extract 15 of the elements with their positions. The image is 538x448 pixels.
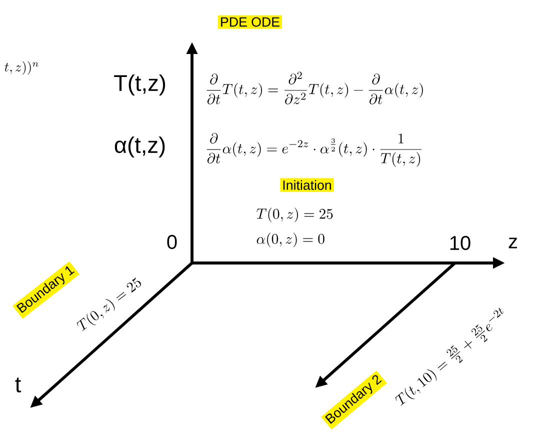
equation: $T(0,z)=25$ (76, 277, 141, 332)
highlighted-heading: Initiation (280, 178, 334, 192)
equation: $\frac{\partial}{\partial t}T(t,z)=\frac{\partial^2}{\partial z^2}T(t,z)-\frac{\partial}{\partial t}\alpha(t,z)$ (206, 72, 423, 104)
axis-label: z (508, 238, 517, 248)
equation: $T(t,10)=\frac{25}{2}+\frac{25}{2}e^{-2t}$ (395, 308, 504, 406)
axis-label: T(t,z) (114, 74, 166, 96)
highlighted-heading: PDE ODE (218, 15, 282, 29)
axis-value: 10 (450, 236, 470, 250)
axis-value: 0 (167, 234, 177, 250)
formula-fragment: $t,z))^{n}$ (4, 61, 38, 75)
equation: $\frac{\partial}{\partial t}\alpha(t,z)=e^{-2z}\cdot\alpha^{\frac{3}{2}}(t,z)\cdot\frac{1}{T(t,z)}$ (206, 132, 422, 167)
equation: $T(0,z)=25$ (256, 208, 333, 222)
equation: $\alpha(0,z)=0$ (256, 232, 324, 248)
axis-label: α(t,z) (114, 136, 165, 158)
axis-label: t (15, 378, 21, 392)
